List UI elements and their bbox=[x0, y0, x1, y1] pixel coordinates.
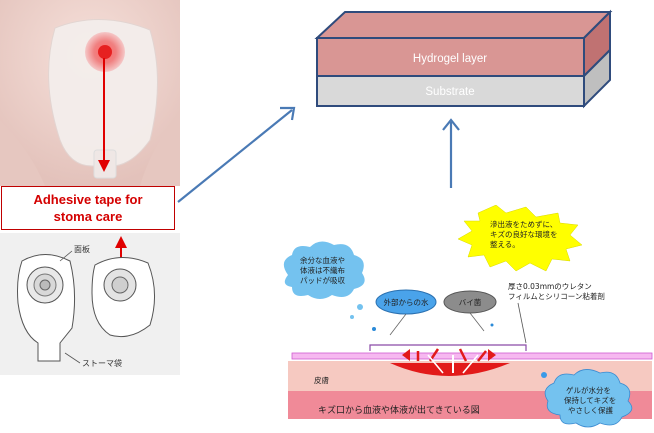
urethane-film bbox=[291, 352, 653, 360]
arrow-up-head bbox=[442, 118, 460, 131]
label-pouch: ストーマ袋 bbox=[82, 358, 122, 368]
sketch-drawing: 面板 ストーマ袋 bbox=[17, 236, 156, 368]
burst-line-2: キズの良好な環境を bbox=[490, 229, 558, 239]
cloud-right-line-2: 保持してキズを bbox=[564, 395, 616, 405]
hydrogel-label: Hydrogel layer bbox=[413, 53, 487, 65]
oval-water-label: 外部からの水 bbox=[384, 297, 429, 307]
cloud-left bbox=[283, 241, 365, 299]
substrate-label: Substrate bbox=[425, 86, 474, 98]
callout-line-1: Adhesive tape for bbox=[33, 192, 143, 207]
film-label-1: 厚さ0.03mmのウレタン bbox=[508, 282, 592, 291]
arrow-to-layer-head bbox=[280, 106, 296, 121]
cloud-left-line-3: パッドが吸収 bbox=[300, 275, 345, 285]
stoma-pouch-sketch: 面板 ストーマ袋 bbox=[0, 233, 180, 375]
cloud-left-line-1: 余分な血液や bbox=[300, 255, 345, 265]
pad-outline bbox=[369, 344, 527, 351]
red-arrow-up-head bbox=[115, 236, 127, 248]
arrow-to-layer-line bbox=[177, 109, 293, 203]
skin-label: 皮膚 bbox=[314, 375, 329, 385]
cloud-right-line-3: やさしく保護 bbox=[568, 405, 613, 415]
oval-germ-label: バイ菌 bbox=[459, 297, 482, 307]
cloud-right bbox=[544, 369, 633, 428]
burst-line-1: 滲出液をためずに、 bbox=[490, 219, 557, 229]
block-top-face bbox=[314, 11, 613, 39]
label-plate: 面板 bbox=[74, 244, 90, 254]
burst-line-3: 整える。 bbox=[490, 239, 520, 249]
stoma-center bbox=[98, 45, 112, 59]
cloud-left-line-2: 体液は不織布 bbox=[300, 265, 345, 275]
film-label-2: フィルムとシリコーン粘着剤 bbox=[508, 291, 605, 301]
red-arrow-down-head bbox=[98, 160, 110, 172]
yellow-burst bbox=[457, 205, 583, 272]
cloud-right-line-1: ゲルが水分を bbox=[566, 385, 611, 395]
substrate-layer bbox=[316, 75, 585, 107]
stoma-photo bbox=[0, 0, 180, 186]
callout-line-2: stoma care bbox=[53, 209, 123, 224]
wound-area bbox=[390, 363, 510, 376]
wound-dressing-diagram: 滲出液をためずに、 キズの良好な環境を 整える。 余分な血液や 体液は不織布 パ… bbox=[283, 205, 653, 428]
adhesive-tape-callout: Adhesive tape for stoma care bbox=[1, 186, 175, 230]
stoma-photo-drawing bbox=[0, 0, 180, 186]
wound-label: キズ口から血液や体液が出てきている図 bbox=[318, 404, 480, 416]
hydrogel-layer bbox=[316, 37, 585, 77]
